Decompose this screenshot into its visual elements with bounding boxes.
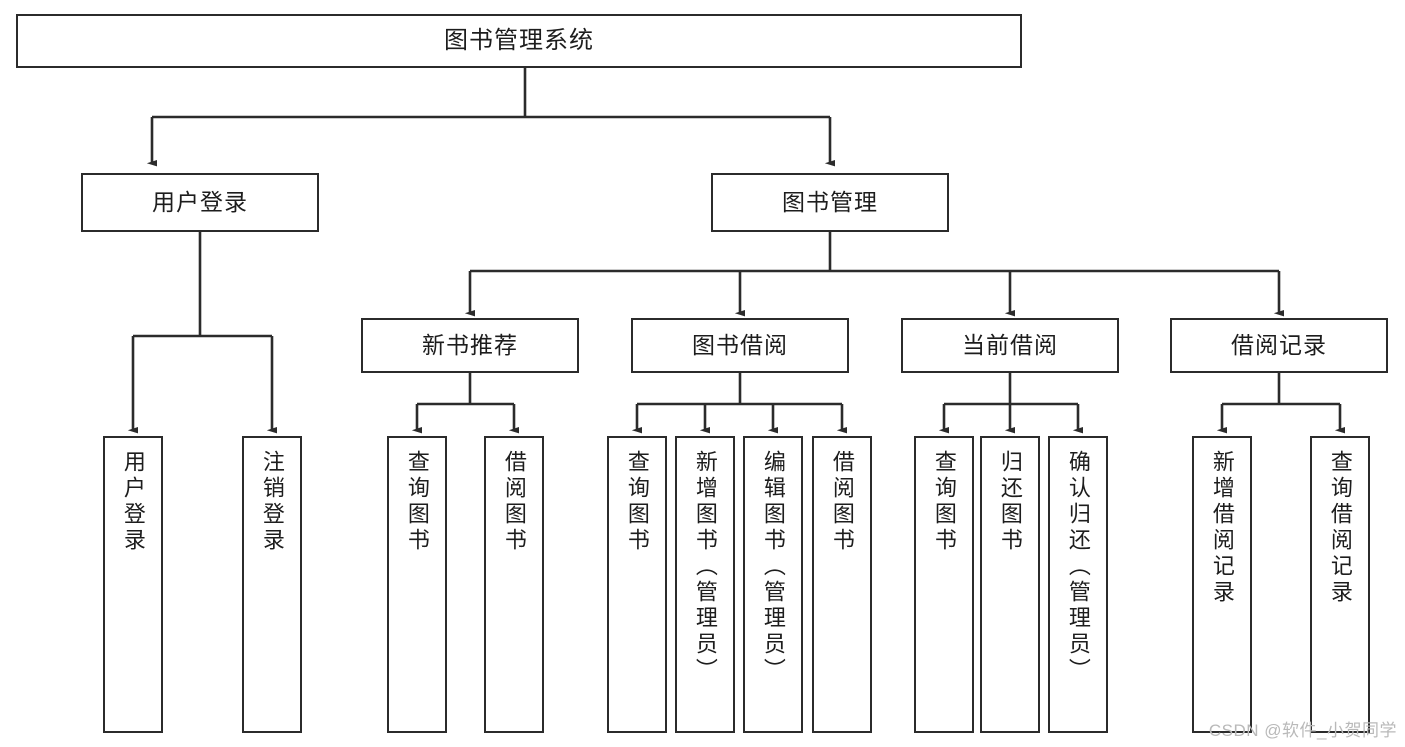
node-book-borrow[interactable]: 图书借阅: [631, 318, 849, 373]
leaf-book-borrow-edit-book-admin[interactable]: 编辑图书（管理员）: [743, 436, 803, 733]
node-label: 借阅记录: [1231, 331, 1327, 358]
leaf-current-borrow-confirm-return-admin[interactable]: 确认归还（管理员）: [1048, 436, 1108, 733]
node-label: 借阅图书: [501, 450, 527, 554]
leaf-new-book-borrow-books[interactable]: 借阅图书: [484, 436, 544, 733]
leaf-book-borrow-add-book-admin[interactable]: 新增图书（管理员）: [675, 436, 735, 733]
node-label: 当前借阅: [962, 331, 1058, 358]
node-label: 归还图书: [997, 450, 1023, 554]
node-current-borrow[interactable]: 当前借阅: [901, 318, 1119, 373]
node-label: 图书管理系统: [444, 26, 594, 54]
leaf-book-borrow-query-books[interactable]: 查询图书: [607, 436, 667, 733]
node-label: 图书管理: [782, 188, 878, 215]
node-label: 查询借阅记录: [1327, 450, 1353, 606]
node-label: 查询图书: [404, 450, 430, 554]
leaf-book-borrow-borrow-books[interactable]: 借阅图书: [812, 436, 872, 733]
node-user-login[interactable]: 用户登录: [81, 173, 319, 232]
node-borrow-records[interactable]: 借阅记录: [1170, 318, 1388, 373]
leaf-user-login-login[interactable]: 用户登录: [103, 436, 163, 733]
leaf-current-borrow-return-books[interactable]: 归还图书: [980, 436, 1040, 733]
node-label: 用户登录: [120, 450, 146, 554]
leaf-borrow-records-query-record[interactable]: 查询借阅记录: [1310, 436, 1370, 733]
watermark-text: CSDN @软件_小贺同学: [1208, 721, 1397, 740]
node-label: 查询图书: [624, 450, 650, 554]
leaf-borrow-records-add-record[interactable]: 新增借阅记录: [1192, 436, 1252, 733]
node-label: 确认归还（管理员）: [1065, 450, 1091, 684]
node-label: 查询图书: [931, 450, 957, 554]
leaf-user-login-logout[interactable]: 注销登录: [242, 436, 302, 733]
node-root-library-management-system[interactable]: 图书管理系统: [16, 14, 1022, 68]
leaf-current-borrow-query-books[interactable]: 查询图书: [914, 436, 974, 733]
leaf-new-book-query-books[interactable]: 查询图书: [387, 436, 447, 733]
node-label: 用户登录: [152, 188, 248, 215]
node-book-management[interactable]: 图书管理: [711, 173, 949, 232]
node-label: 编辑图书（管理员）: [760, 450, 786, 684]
node-label: 图书借阅: [692, 331, 788, 358]
node-new-book-recommend[interactable]: 新书推荐: [361, 318, 579, 373]
node-label: 注销登录: [259, 450, 285, 554]
node-label: 新书推荐: [422, 331, 518, 358]
node-label: 新增借阅记录: [1209, 450, 1235, 606]
node-label: 新增图书（管理员）: [692, 450, 718, 684]
node-label: 借阅图书: [829, 450, 855, 554]
